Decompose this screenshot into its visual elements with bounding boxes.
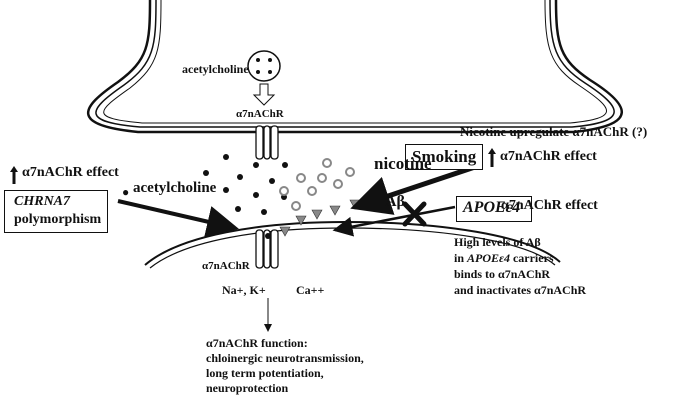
apoe-arrow (332, 205, 456, 237)
receptor-bottom-label: α7nAChR (202, 260, 250, 272)
chrna7-box: CHRNA7 polymorphism (4, 190, 108, 233)
apoe-note-gene: APOEε4 (467, 251, 510, 265)
chrna7-arrow (117, 199, 239, 238)
apoe-note-line1: High levels of Aβ (454, 235, 541, 249)
nicotine-label: nicotine (374, 154, 432, 173)
acetylcholine-mid-label: acetylcholine (133, 180, 217, 196)
function-line3: long term potentiation, (206, 366, 324, 380)
acetylcholine-top-label: acetylcholine (182, 62, 249, 76)
nicotine-upregulate-label: Nicotine upregulate α7nAChR (?) (460, 124, 648, 139)
smoking-box: Smoking (405, 144, 483, 170)
bound-acetylcholine (265, 233, 271, 239)
chrna7-label: CHRNA7 (14, 194, 71, 209)
ions-ca-label: Ca++ (296, 283, 325, 297)
receptor-top (255, 125, 279, 160)
abeta-label: Aβ (385, 193, 405, 210)
apoe-note-line3: binds to α7nAChR (454, 267, 551, 281)
function-line2: chloinergic neurotransmission, (206, 351, 364, 365)
receptor-top-label: α7nAChR (236, 108, 284, 120)
release-arrow (252, 83, 276, 106)
function-line1: α7nAChR function: (206, 336, 308, 350)
presynaptic-terminal (87, 0, 623, 134)
receptor-bottom (255, 229, 279, 269)
apoe-note-line4: and inactivates α7nAChR (454, 283, 587, 297)
apoe-box: APOEε4 (456, 196, 532, 222)
left-effect-label: α7nAChR effect (22, 165, 119, 180)
ions-na-k-label: Na+, K+ (222, 283, 266, 297)
vesicle (247, 50, 281, 82)
apoe-effect-label: α7nAChR effect (501, 198, 598, 213)
smoking-arrow (350, 164, 476, 215)
apoe-note-in: in (454, 251, 468, 265)
apoe-note-line2: in APOEε4 carriers (454, 251, 554, 266)
apoe-label: APOEε4 (463, 199, 521, 216)
smoking-label: Smoking (412, 147, 477, 166)
smoking-effect-label: α7nAChR effect (500, 149, 597, 164)
x-mark (402, 201, 427, 227)
up-arrow-smoking (488, 148, 496, 167)
up-arrow-left (10, 166, 18, 184)
nicotine-circles (279, 158, 355, 211)
acetylcholine-mid-dot: ● (122, 185, 130, 199)
function-line4: neuroprotection (206, 381, 289, 395)
polymorphism-label: polymorphism (14, 212, 102, 227)
apoe-note-carriers: carriers (509, 251, 554, 265)
